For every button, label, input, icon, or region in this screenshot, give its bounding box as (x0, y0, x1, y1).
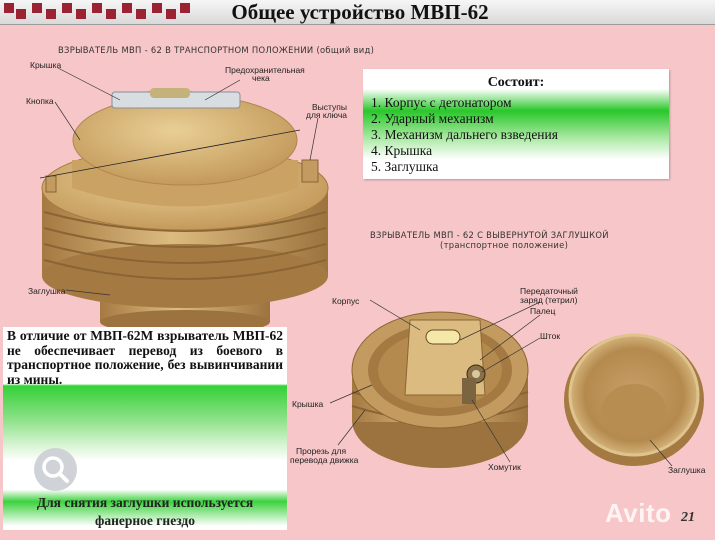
note-text: В отличие от МВП-62М взрыватель МВП-62 н… (7, 328, 283, 387)
contents-title: Состоит: (487, 75, 545, 90)
label-slot-2: перевода движка (290, 455, 359, 465)
label-transfer-charge-1: Передаточный (520, 286, 578, 296)
label-safety-pin-1: Предохранительная (225, 65, 305, 75)
list-item: 4. Крышка (371, 143, 433, 158)
avito-watermark: Avito (605, 498, 672, 528)
list-item: 2. Ударный механизм (371, 111, 494, 126)
label-lid-right: Крышка (292, 399, 324, 409)
figure-right-caption-1: ВЗРЫВАТЕЛЬ МВП - 62 С ВЫВЕРНУТОЙ ЗАГЛУШК… (370, 230, 609, 240)
list-item: 1. Корпус с детонатором (371, 95, 512, 110)
list-item: 3. Механизм дальнего взведения (371, 127, 558, 142)
note-footer-line-1: Для снятия заглушки используется (36, 495, 254, 510)
note-footer: Для снятия заглушки используется фанерно… (3, 494, 287, 530)
label-key-lugs-2: для ключа (306, 110, 348, 120)
label-transfer-charge-2: заряд (тетрил) (520, 295, 578, 305)
label-lid: Крышка (30, 60, 62, 70)
title-bar (0, 0, 715, 25)
decorative-squares (4, 3, 194, 21)
label-key-lugs-1: Выступы (312, 102, 347, 112)
figure-top-caption: ВЗРЫВАТЕЛЬ МВП - 62 В ТРАНСПОРТНОМ ПОЛОЖ… (58, 45, 375, 55)
contents-list: 1. Корпус с детонатором 2. Ударный механ… (371, 95, 558, 175)
note-box (3, 327, 287, 530)
label-slot-1: Прорезь для (296, 446, 347, 456)
label-plug-right: Заглушка (668, 465, 706, 475)
label-pin: Палец (530, 306, 556, 316)
label-safety-pin-2: чека (252, 73, 270, 83)
label-rod: Шток (540, 331, 561, 341)
fuse-open-view (351, 311, 529, 468)
page-number: 21 (681, 510, 695, 525)
note-footer-line-2: фанерное гнездо (95, 513, 195, 528)
label-button: Кнопка (26, 96, 54, 106)
plug-cup-view (564, 333, 704, 466)
fuse-transport-view (39, 88, 329, 334)
label-plug-top: Заглушка (28, 286, 66, 296)
label-body: Корпус (332, 296, 360, 306)
list-item: 5. Заглушка (371, 159, 439, 174)
contents-box: Состоит: 1. Корпус с детонатором 2. Удар… (363, 69, 669, 179)
page-title: Общее устройство МВП-62 (231, 0, 489, 24)
figure-right-caption-2: (транспортное положение) (440, 240, 569, 250)
label-clamp: Хомутик (488, 462, 521, 472)
search-icon[interactable] (34, 448, 77, 491)
